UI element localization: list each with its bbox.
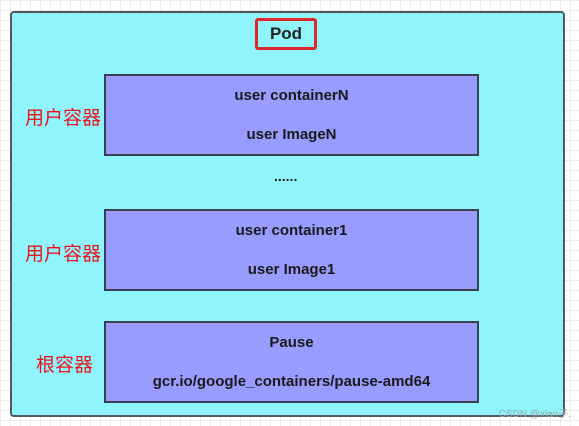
user-container-label-n: 用户容器 xyxy=(25,107,102,129)
user-container-n-name: user containerN xyxy=(234,87,349,104)
user-container-n-image: user ImageN xyxy=(246,126,337,143)
pod-title: Pod xyxy=(255,18,317,50)
watermark: CSDN @xian子. xyxy=(498,409,571,420)
pause-container-name: Pause xyxy=(269,334,314,351)
pause-container-image: gcr.io/google_containers/pause-amd64 xyxy=(152,373,431,390)
user-container-1-name: user container1 xyxy=(235,222,348,239)
user-container-label-1: 用户容器 xyxy=(25,243,102,265)
user-container-n-box: user containerN user ImageN xyxy=(104,74,479,156)
user-container-1-image: user Image1 xyxy=(247,261,336,278)
pause-container-box: Pause gcr.io/google_containers/pause-amd… xyxy=(104,321,479,403)
user-container-1-box: user container1 user Image1 xyxy=(104,209,479,291)
ellipsis: ...... xyxy=(274,168,298,184)
root-container-label: 根容器 xyxy=(36,354,94,376)
